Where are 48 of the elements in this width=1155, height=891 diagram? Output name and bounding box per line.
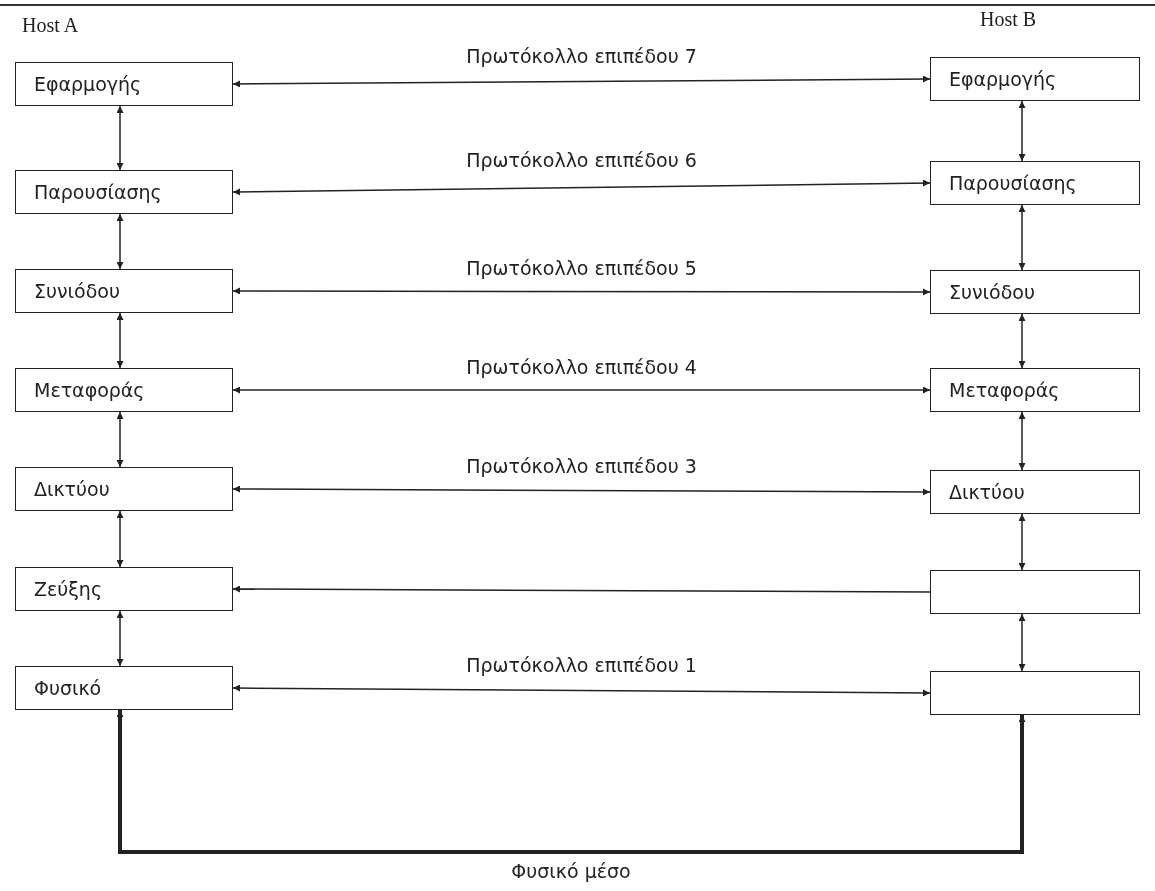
layer-box: [930, 470, 1140, 514]
arrow: [232, 386, 931, 394]
layer-name: Μεταφοράς: [949, 379, 1060, 401]
layer-box: [15, 567, 233, 611]
arrow: [232, 287, 931, 296]
layer-name: Μεταφοράς: [34, 379, 145, 401]
layer-name: Ζεύξης: [34, 578, 103, 600]
arrow: [116, 411, 124, 468]
layer-box: [15, 269, 233, 313]
empty-box: [930, 671, 1140, 715]
arrow: [116, 312, 124, 369]
arrow: [1018, 513, 1026, 571]
layer-box: [930, 57, 1140, 101]
host-label: Host A: [22, 14, 79, 37]
layer-name: Φυσικό: [34, 677, 102, 699]
arrow: [1018, 313, 1026, 369]
layer-name: Εφαρμογής: [34, 73, 142, 95]
empty-box: [930, 570, 1140, 614]
arrow: [116, 510, 124, 568]
layer-box: [930, 270, 1140, 314]
layer-name: Εφαρμογής: [949, 68, 1057, 90]
arrow: [232, 75, 931, 88]
layer-name: Δικτύου: [34, 478, 110, 500]
layer-name: Παρουσίασης: [34, 181, 162, 203]
layer-box: [15, 666, 233, 710]
arrow: [1018, 100, 1026, 162]
arrow: [232, 179, 931, 196]
host-label: Host B: [980, 8, 1037, 31]
arrow: [1018, 204, 1026, 271]
arrow: [232, 585, 931, 593]
layer-box: [15, 62, 233, 106]
layer-name: Παρουσίασης: [949, 172, 1077, 194]
layer-name: Δικτύου: [949, 481, 1025, 503]
arrow: [116, 610, 124, 667]
arrow: [116, 710, 1026, 854]
layer-box: [930, 368, 1140, 412]
layer-name: Συνιόδου: [34, 280, 120, 302]
layer-box: [930, 161, 1140, 205]
arrow: [116, 105, 124, 171]
layer-box: [15, 368, 233, 412]
arrow: [232, 684, 931, 697]
layer-box: [15, 467, 233, 511]
arrow: [116, 213, 124, 270]
arrow: [1018, 613, 1026, 672]
arrow: [1018, 411, 1026, 471]
layer-name: Συνιόδου: [949, 281, 1035, 303]
layer-box: [15, 170, 233, 214]
arrow: [232, 485, 931, 496]
